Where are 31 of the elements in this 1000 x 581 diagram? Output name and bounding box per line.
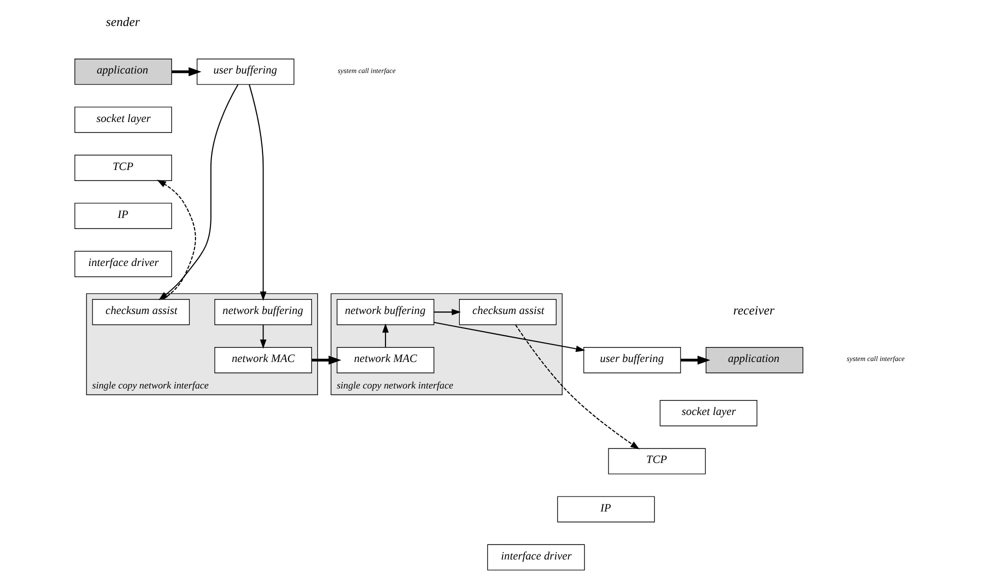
arrow xyxy=(172,67,202,76)
node-box: TCP xyxy=(74,154,172,181)
arrow xyxy=(680,356,710,365)
node-box: checksum assist xyxy=(459,298,557,326)
node-box: network MAC xyxy=(214,347,312,374)
arrow xyxy=(434,308,461,316)
node-box: application xyxy=(706,347,804,374)
label: receiver xyxy=(733,303,774,318)
arrow xyxy=(382,323,389,348)
node-box: socket layer xyxy=(74,106,172,133)
node-box: TCP xyxy=(608,448,706,474)
arrow xyxy=(156,180,196,300)
arrow xyxy=(158,84,238,300)
node-box: user buffering xyxy=(196,58,294,85)
arrow xyxy=(260,325,266,349)
node-box: network buffering xyxy=(336,298,434,326)
arrow xyxy=(248,84,266,301)
label: sender xyxy=(106,15,140,30)
node-box: user buffering xyxy=(583,347,681,374)
arrow xyxy=(434,322,586,352)
node-box: checksum assist xyxy=(92,298,190,326)
arrow xyxy=(312,356,342,365)
node-box: IP xyxy=(557,496,655,522)
node-box: socket layer xyxy=(660,400,758,426)
node-box: interface driver xyxy=(487,544,585,570)
arrow xyxy=(515,324,640,450)
node-box: application xyxy=(74,58,172,85)
node-box: IP xyxy=(74,202,172,229)
node-box: network buffering xyxy=(214,298,312,326)
node-box: interface driver xyxy=(74,250,172,278)
node-box: network MAC xyxy=(336,347,434,374)
